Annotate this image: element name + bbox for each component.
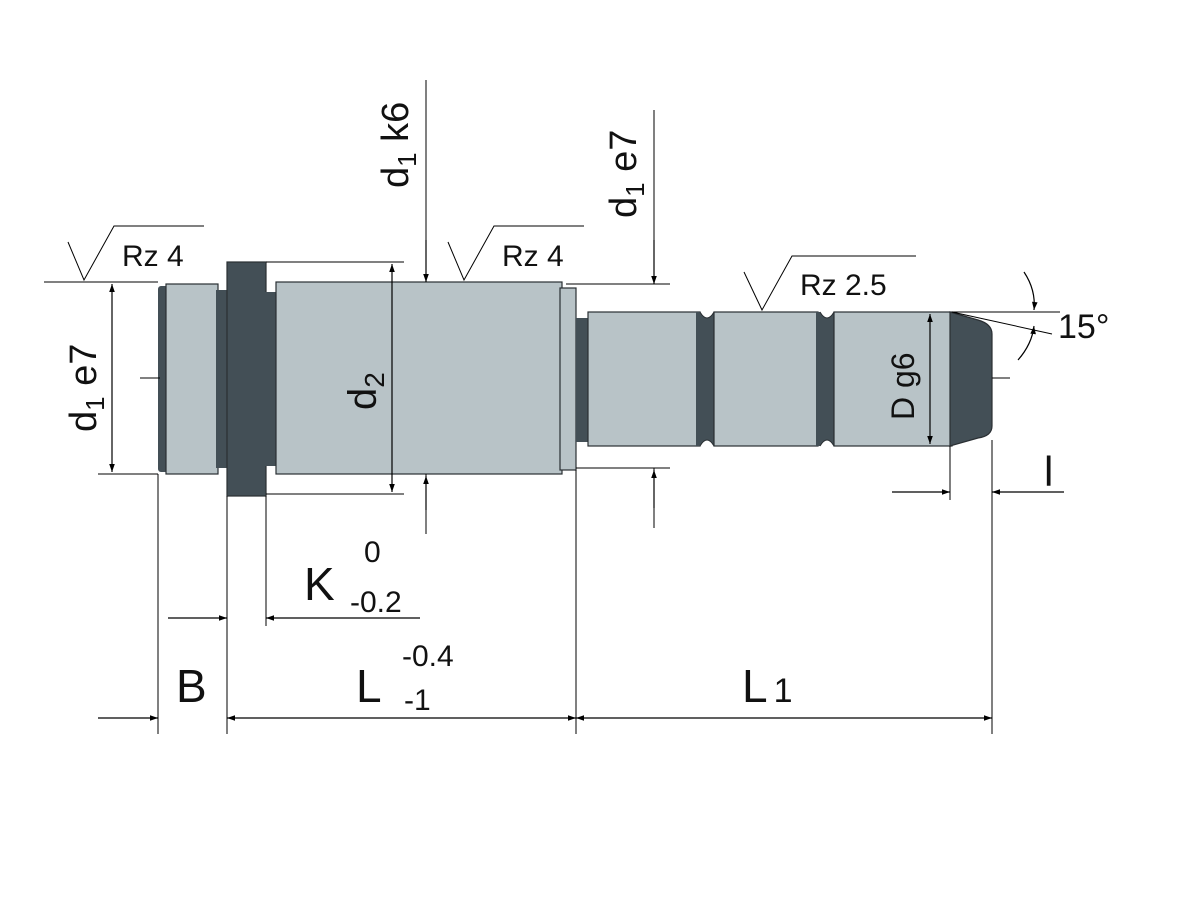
shank-groove-1	[696, 312, 716, 446]
shank-segment-2	[713, 311, 819, 447]
tapered-tip	[949, 311, 993, 447]
K-upper-tolerance: 0	[364, 536, 381, 569]
l-label: l	[1044, 448, 1053, 495]
shoulder-step	[559, 287, 577, 471]
d2-label: d2	[341, 372, 390, 410]
K-lower-tolerance: -0.2	[350, 586, 402, 619]
rz-label-2: Rz 4	[502, 240, 564, 273]
shoulder-neck	[576, 318, 590, 442]
shank-groove-2	[816, 312, 836, 446]
d1-k6-label: d1 k6	[375, 102, 422, 188]
d1-e7-upper-label: d1 e7	[603, 130, 650, 218]
punch-part	[158, 261, 993, 497]
surface-finish-symbol-2: Rz 4	[447, 225, 584, 282]
d1-e7-left-label: d1 e7	[63, 344, 110, 432]
left-groove	[216, 290, 228, 468]
rz-label-3: Rz 2.5	[800, 269, 887, 302]
main-body-d2	[275, 281, 563, 475]
B-label: B	[176, 660, 207, 712]
L-lower-tolerance: -1	[404, 684, 431, 717]
D-g6-label: D g6	[885, 352, 921, 420]
L-label: L	[356, 660, 382, 712]
angle-label: 15°	[1058, 308, 1109, 346]
K-label: K	[304, 558, 335, 610]
L-upper-tolerance: -0.4	[402, 640, 454, 673]
left-pilot-section	[165, 283, 219, 475]
dimension-lines	[44, 80, 1064, 734]
shank-segment-1	[587, 311, 701, 447]
rz-label-1: Rz 4	[122, 240, 184, 273]
collar	[226, 261, 267, 497]
collar-undercut	[265, 292, 278, 466]
surface-finish-symbol-1: Rz 4	[67, 225, 204, 282]
surface-finish-symbol-3: Rz 2.5	[743, 255, 916, 312]
